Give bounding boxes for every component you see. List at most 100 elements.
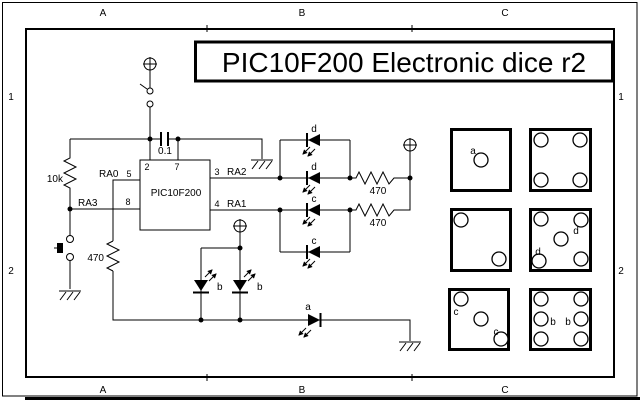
resistor-470-ra0-value: 470 <box>87 253 104 264</box>
led-icon <box>308 134 320 146</box>
led-icon <box>308 246 320 258</box>
ground-icon-button <box>59 290 81 301</box>
grid-col-c-bottom: C <box>501 385 508 396</box>
grid-ticks <box>206 25 413 381</box>
ic-name: PIC10F200 <box>151 188 202 199</box>
die5-label-d2: d <box>535 247 541 258</box>
led-label-a: a <box>305 302 311 313</box>
led-label-c-mid: c <box>312 194 317 205</box>
led-label-b-right: b <box>257 282 263 293</box>
die-pip <box>473 311 489 327</box>
die-pip <box>533 311 549 327</box>
resistor-zigzag-icon <box>105 240 121 272</box>
net-label-ra0: RA0 <box>99 169 119 180</box>
die-face-3: c c <box>448 288 510 351</box>
title-box <box>194 40 614 83</box>
die3-label-c1: c <box>454 307 459 318</box>
die-pip <box>453 212 469 228</box>
net-label-ra1: RA1 <box>227 199 247 210</box>
led-icon <box>308 314 320 326</box>
resistor-470-ra0: 470 <box>87 240 121 272</box>
ground-icon-top <box>251 159 273 170</box>
ic-body <box>139 159 211 231</box>
grid-row-2-right: 2 <box>618 266 624 277</box>
push-button <box>54 235 74 261</box>
die-pip <box>572 172 588 188</box>
capacitor: 0.1 <box>158 132 172 157</box>
ic-pin2: 2 <box>144 162 149 172</box>
die3-label-c2: c <box>494 327 499 338</box>
button-plunger-icon <box>57 243 63 253</box>
ic-pic10f200: PIC10F200 2 7 5 8 3 4 RA0 RA3 RA2 RA1 <box>78 159 247 231</box>
resistor-zigzag-icon <box>350 170 410 186</box>
led-label-b-left: b <box>217 282 223 293</box>
resistor-470-ra2-value: 470 <box>370 186 387 197</box>
ic-pin7: 7 <box>174 162 179 172</box>
die-pip <box>573 251 589 267</box>
junction-dot <box>277 207 283 213</box>
power-flag-supply <box>143 57 157 71</box>
power-cross-icon <box>143 57 157 71</box>
grid-col-b-top: B <box>299 8 306 19</box>
led-icon <box>194 280 208 291</box>
ic-pin3: 3 <box>214 167 219 177</box>
die-pip <box>573 212 589 228</box>
die-face-6: b b <box>529 288 592 351</box>
ic-pin5: 5 <box>126 169 131 179</box>
die-pip <box>553 231 569 247</box>
resistor-10k: 10k <box>47 139 78 209</box>
led-icon <box>308 172 320 184</box>
resistor-470-ra2: 470 <box>350 170 410 197</box>
wire-b-branches <box>200 232 241 320</box>
die-pip <box>493 331 509 347</box>
capacitor-value: 0.1 <box>158 146 172 157</box>
switch-contact <box>146 87 154 95</box>
wire-ra1-bridge <box>210 209 351 253</box>
ic-pin8: 8 <box>125 197 130 207</box>
led-label-c-bottom: c <box>312 236 317 247</box>
resistor-zigzag-icon <box>62 139 78 209</box>
wire-ra3 <box>69 208 140 289</box>
die-face-5: d d <box>529 208 592 272</box>
led-icon <box>308 204 320 216</box>
wire-ra0 <box>112 179 411 341</box>
ground-icon-bottom <box>399 341 421 352</box>
die-face-2 <box>450 208 512 272</box>
grid-row-2-left: 2 <box>8 266 14 277</box>
junction-dot <box>198 317 204 323</box>
power-cross-icon <box>233 219 247 233</box>
led-b-right: b <box>232 269 263 294</box>
switch-lever <box>139 83 148 90</box>
die-pip <box>533 132 549 148</box>
junction-dot <box>237 245 243 251</box>
resistor-470-ra1-value: 470 <box>370 218 387 229</box>
led-c-bottom: c <box>302 236 320 269</box>
led-d-mid: d <box>302 162 320 195</box>
net-label-ra2: RA2 <box>227 167 247 178</box>
power-flag-b-leds <box>233 219 247 233</box>
led-b-left: b <box>193 269 223 294</box>
led-icon <box>233 280 247 291</box>
die-face-4 <box>529 128 592 192</box>
resistor-470-ra1: 470 <box>350 178 411 229</box>
die-pip <box>533 172 549 188</box>
led-c-mid: c <box>302 194 320 227</box>
die-pip <box>573 291 589 307</box>
die-pip <box>473 152 489 168</box>
die-pip <box>572 132 588 148</box>
resistor-zigzag-icon <box>350 178 411 218</box>
power-switch <box>139 83 154 108</box>
title-block: PIC10F200 Electronic dice r2 <box>194 40 614 83</box>
grid-col-c-top: C <box>501 8 508 19</box>
die-pip <box>533 331 549 347</box>
power-flag-resistors <box>403 138 417 152</box>
grid-row-1-right: 1 <box>618 92 624 103</box>
die-pip <box>573 331 589 347</box>
grid-row-1-left: 1 <box>8 92 14 103</box>
grid-col-a-bottom: A <box>100 385 107 396</box>
grid-col-a-top: A <box>100 8 107 19</box>
capacitor-plates-icon <box>160 132 169 146</box>
die5-label-d1: d <box>573 226 579 237</box>
junction-dots <box>67 136 413 323</box>
